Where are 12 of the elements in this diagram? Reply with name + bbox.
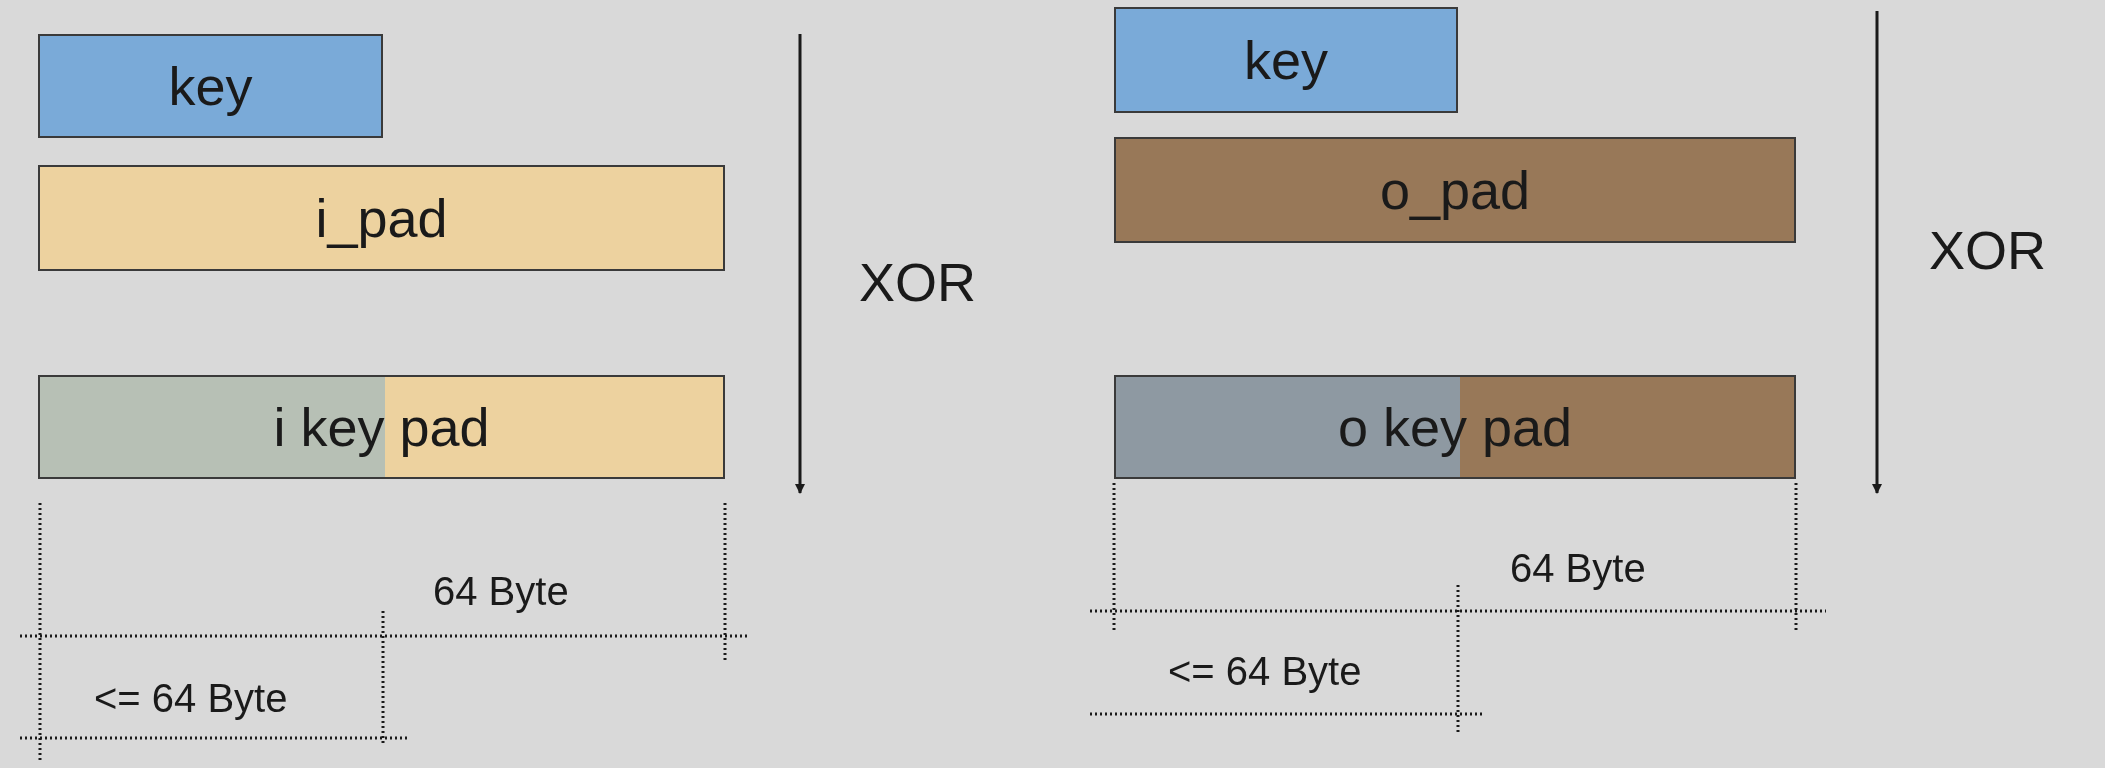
data-block: key	[1114, 7, 1458, 113]
data-block: i_pad	[38, 165, 725, 271]
operation-label: XOR	[1929, 219, 2047, 281]
dimension-label: 64 Byte	[1510, 545, 1646, 591]
dimension-label: <= 64 Byte	[1168, 648, 1362, 694]
data-block: i key pad	[38, 375, 725, 479]
dimension-label: 64 Byte	[433, 568, 569, 614]
dimension-label: <= 64 Byte	[94, 675, 288, 721]
data-block: o_pad	[1114, 137, 1796, 243]
operation-label: XOR	[859, 251, 977, 313]
data-block: key	[38, 34, 383, 138]
data-block: o key pad	[1114, 375, 1796, 479]
